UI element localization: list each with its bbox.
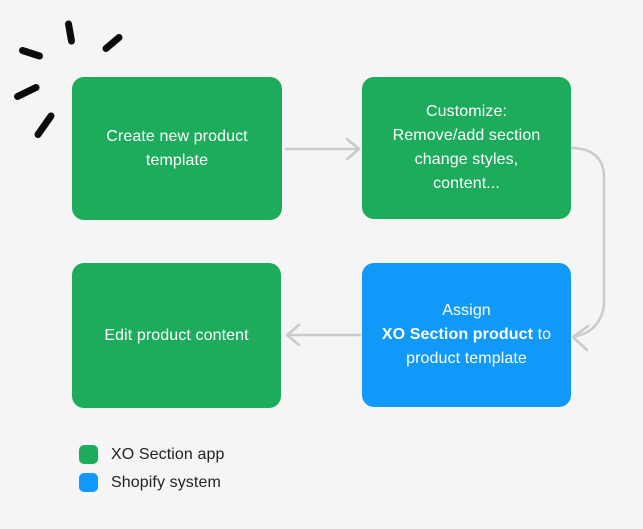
node-create-product-template: Create new product template (72, 77, 282, 220)
node-assign-label-after: to product template (406, 326, 552, 367)
xo-section-app-swatch-icon (79, 445, 98, 464)
node-edit-product-content: Edit product content (72, 263, 281, 408)
node-edit-label: Edit product content (104, 326, 249, 344)
legend-label-xo-section-app: XO Section app (111, 446, 225, 463)
legend: XO Section app Shopify system (79, 445, 224, 492)
legend-item-xo-section-app: XO Section app (79, 445, 224, 464)
node-assign-label: Assign XO Section product to product tem… (382, 299, 551, 371)
node-create-label: Create new product template (106, 127, 248, 169)
node-assign-label-before: Assign (442, 302, 491, 319)
curved-arrow-connector (569, 146, 606, 352)
shopify-system-swatch-icon (79, 473, 98, 492)
arrow-right-connector (284, 137, 361, 161)
node-assign-label-bold: XO Section product (381, 326, 534, 343)
legend-label-shopify-system: Shopify system (111, 474, 221, 491)
arrow-left-connector (285, 323, 362, 347)
node-customize-sections: Customize: Remove/add section change sty… (362, 77, 571, 219)
node-assign-xo-section-product: Assign XO Section product to product tem… (362, 263, 571, 407)
node-customize-label: Customize: Remove/add section change sty… (392, 103, 541, 192)
legend-item-shopify-system: Shopify system (79, 473, 224, 492)
